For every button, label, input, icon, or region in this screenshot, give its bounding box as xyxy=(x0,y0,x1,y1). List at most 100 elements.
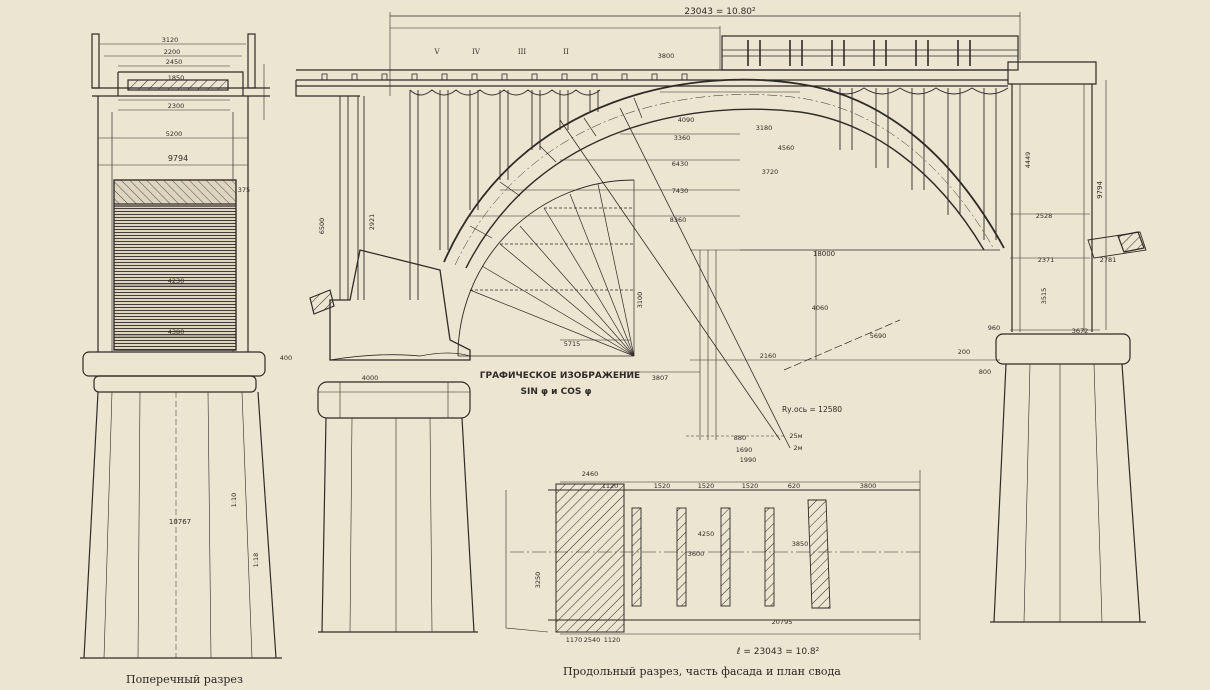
dim-9794-right: 9794 xyxy=(1096,181,1104,199)
abutment-sides xyxy=(321,417,475,633)
dim-2781: 2781 xyxy=(1100,256,1117,264)
dim-3672: 3672 xyxy=(1072,327,1089,335)
dim-5200: 5200 xyxy=(166,130,183,138)
rib-label-III: III xyxy=(518,48,527,56)
dim-2371: 2371 xyxy=(1038,256,1055,264)
dim-3720: 3720 xyxy=(762,168,779,176)
dim-3850: 3850 xyxy=(792,540,809,548)
graphic-subtitle: SIN φ и COS φ xyxy=(520,387,591,397)
span-dimension-top xyxy=(389,12,1021,96)
dim-620: 620 xyxy=(788,482,800,490)
pier-cap-right xyxy=(995,333,1131,365)
dim-6500: 6500 xyxy=(318,218,326,235)
cross-section-view xyxy=(80,33,282,659)
plan-hatched-section xyxy=(555,483,625,633)
dim-2528: 2528 xyxy=(1036,212,1053,220)
arch-intrados xyxy=(465,108,985,269)
dim-3800-top: 3800 xyxy=(658,52,675,60)
dim-1520b: 1520 xyxy=(698,482,715,490)
dim-3120: 3120 xyxy=(162,36,179,44)
dim-400-left: 400 xyxy=(280,354,292,362)
dim-1170: 1170 xyxy=(566,636,583,644)
dim-1120b: 1120 xyxy=(604,636,621,644)
right-railing-post xyxy=(247,33,256,89)
dim-880: 880 xyxy=(734,434,746,442)
dim-2450: 2450 xyxy=(166,58,183,66)
dim-4560: 4560 xyxy=(778,144,795,152)
dim-200: 200 xyxy=(958,348,970,356)
dim-2m: 2м xyxy=(793,444,802,452)
dim-25m: 25м xyxy=(789,432,802,440)
dim-4230: 4230 xyxy=(168,277,185,285)
pier-right-sides xyxy=(993,363,1141,623)
dim-3807: 3807 xyxy=(652,374,669,382)
dim-20795: 20795 xyxy=(772,618,793,626)
bearing-block-right xyxy=(1117,231,1145,253)
deck-slab xyxy=(127,79,229,91)
dim-3600: 3600 xyxy=(688,550,705,558)
arch xyxy=(443,78,1005,269)
dim-3800-plan: 3800 xyxy=(860,482,877,490)
rib-label-IV: IV xyxy=(472,48,481,56)
arch-axis xyxy=(454,94,995,266)
dim-3250: 3250 xyxy=(534,572,542,589)
sin-cos-graphic xyxy=(457,107,1000,449)
graphic-title: ГРАФИЧЕСКОЕ ИЗОБРАЖЕНИЕ xyxy=(480,371,640,381)
dim-1690: 1690 xyxy=(736,446,753,454)
dim-12580: Rу.ось = 12580 xyxy=(782,405,842,414)
dim-3515: 3515 xyxy=(1040,288,1048,305)
dim-1120: 1120 xyxy=(602,482,619,490)
rib-label-V: V xyxy=(433,48,440,56)
pier-sides xyxy=(97,96,249,352)
dim-2300: 2300 xyxy=(168,102,185,110)
dim-4060: 4060 xyxy=(812,304,829,312)
dim-1520a: 1520 xyxy=(654,482,671,490)
dim-5715: 5715 xyxy=(564,340,581,348)
dim-4250: 4250 xyxy=(698,530,715,538)
pier-cap xyxy=(82,351,266,377)
dim-6430: 6430 xyxy=(672,160,689,168)
dim-10767: 10767 xyxy=(169,518,191,526)
dim-3360: 3360 xyxy=(674,134,691,142)
dim-1850: 1850 xyxy=(168,74,185,82)
mid-dimension-lines xyxy=(470,91,1100,373)
dim-2460: 2460 xyxy=(582,470,599,478)
dim-4449: 4449 xyxy=(1024,152,1032,169)
abutment-cap xyxy=(317,381,471,419)
dim-800: 800 xyxy=(979,368,991,376)
dim-2160: 2160 xyxy=(760,352,777,360)
dim-9794-left: 9794 xyxy=(168,154,188,163)
dim-1520c: 1520 xyxy=(742,482,759,490)
dim-4000: 4000 xyxy=(362,374,379,382)
pier-cap-lower xyxy=(93,375,257,393)
arch-plan xyxy=(505,470,921,640)
dim-2921: 2921 xyxy=(368,214,376,231)
dim-5690: 5690 xyxy=(870,332,887,340)
caption-longitudinal: Продольный разрез, часть фасада и план с… xyxy=(563,665,841,678)
left-railing-post xyxy=(91,33,100,89)
dim-2540: 2540 xyxy=(584,636,601,644)
span-bottom-label: ℓ = 23043 = 10.8² xyxy=(736,647,820,657)
bearing-block-left xyxy=(309,289,335,315)
dim-375: 375 xyxy=(238,186,250,194)
dim-1-18: 1:18 xyxy=(252,553,260,568)
dim-960: 960 xyxy=(988,324,1000,332)
rib-label-II: II xyxy=(563,48,569,56)
dim-4090: 4090 xyxy=(678,116,695,124)
dim-8360: 8360 xyxy=(670,216,687,224)
span-top-label: 23043 = 10.80² xyxy=(684,7,756,17)
dim-3180: 3180 xyxy=(756,124,773,132)
left-abutment xyxy=(309,249,478,633)
dim-1-10: 1:10 xyxy=(230,493,238,508)
dim-18000: 18000 xyxy=(813,250,835,258)
railing xyxy=(721,35,1019,71)
dim-3100: 3100 xyxy=(636,292,644,309)
pier-tapered-sides xyxy=(83,391,277,659)
dim-1990: 1990 xyxy=(740,456,757,464)
dim-2200: 2200 xyxy=(164,48,181,56)
right-pier xyxy=(990,61,1147,623)
arch-extrados xyxy=(443,78,1005,263)
caption-cross-section: Поперечный разрез xyxy=(126,673,243,686)
dim-4380: 4380 xyxy=(168,328,185,336)
